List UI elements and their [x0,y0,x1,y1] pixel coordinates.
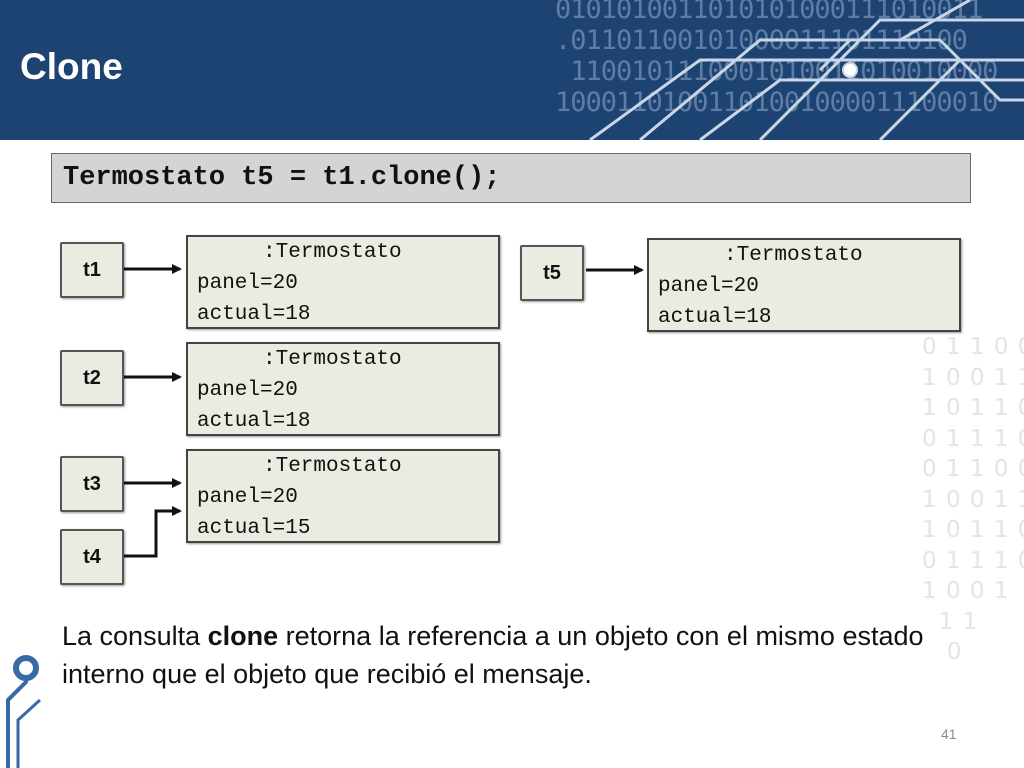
object-actual-attr: actual=18 [197,410,311,433]
circuit-node-decoration [6,655,42,768]
caption-text-before: La consulta [62,621,208,651]
termostato-object-clone: :Termostato panel=20 actual=18 [647,238,961,332]
binary-pattern-decoration: 0 1 1 0 0 1 0 0 1 1 1 0 1 1 0 0 1 1 1 0 … [922,334,1024,665]
caption-keyword: clone [207,621,279,651]
reference-t5: t5 [520,245,584,301]
object-actual-attr: actual=15 [197,517,311,540]
code-statement: Termostato t5 = t1.clone(); [51,153,971,203]
circuit-lines-decoration [589,0,1024,140]
slide-header: 0101010011010101000111010011 .0110110010… [0,0,1024,140]
object-class-label: :Termostato [263,455,402,478]
slide-title: Clone [20,46,123,87]
object-actual-attr: actual=18 [197,303,311,326]
object-panel-attr: panel=20 [197,486,298,509]
object-actual-attr: actual=18 [658,306,772,329]
slide-caption: La consulta clone retorna la referencia … [62,617,962,693]
object-class-label: :Termostato [263,348,402,371]
object-panel-attr: panel=20 [197,272,298,295]
object-panel-attr: panel=20 [197,379,298,402]
object-panel-attr: panel=20 [658,275,759,298]
reference-t4: t4 [60,529,124,585]
page-number: 41 [941,726,957,742]
termostato-object-3: :Termostato panel=20 actual=15 [186,449,500,543]
object-class-label: :Termostato [263,241,402,264]
caption-text-after: retorna la referencia a un objeto con el… [62,621,924,689]
arrow-t4 [124,506,182,558]
reference-t1: t1 [60,242,124,298]
reference-t2: t2 [60,350,124,406]
termostato-object-2: :Termostato panel=20 actual=18 [186,342,500,436]
object-class-label: :Termostato [724,244,863,267]
termostato-object-1: :Termostato panel=20 actual=18 [186,235,500,329]
reference-t3: t3 [60,456,124,512]
